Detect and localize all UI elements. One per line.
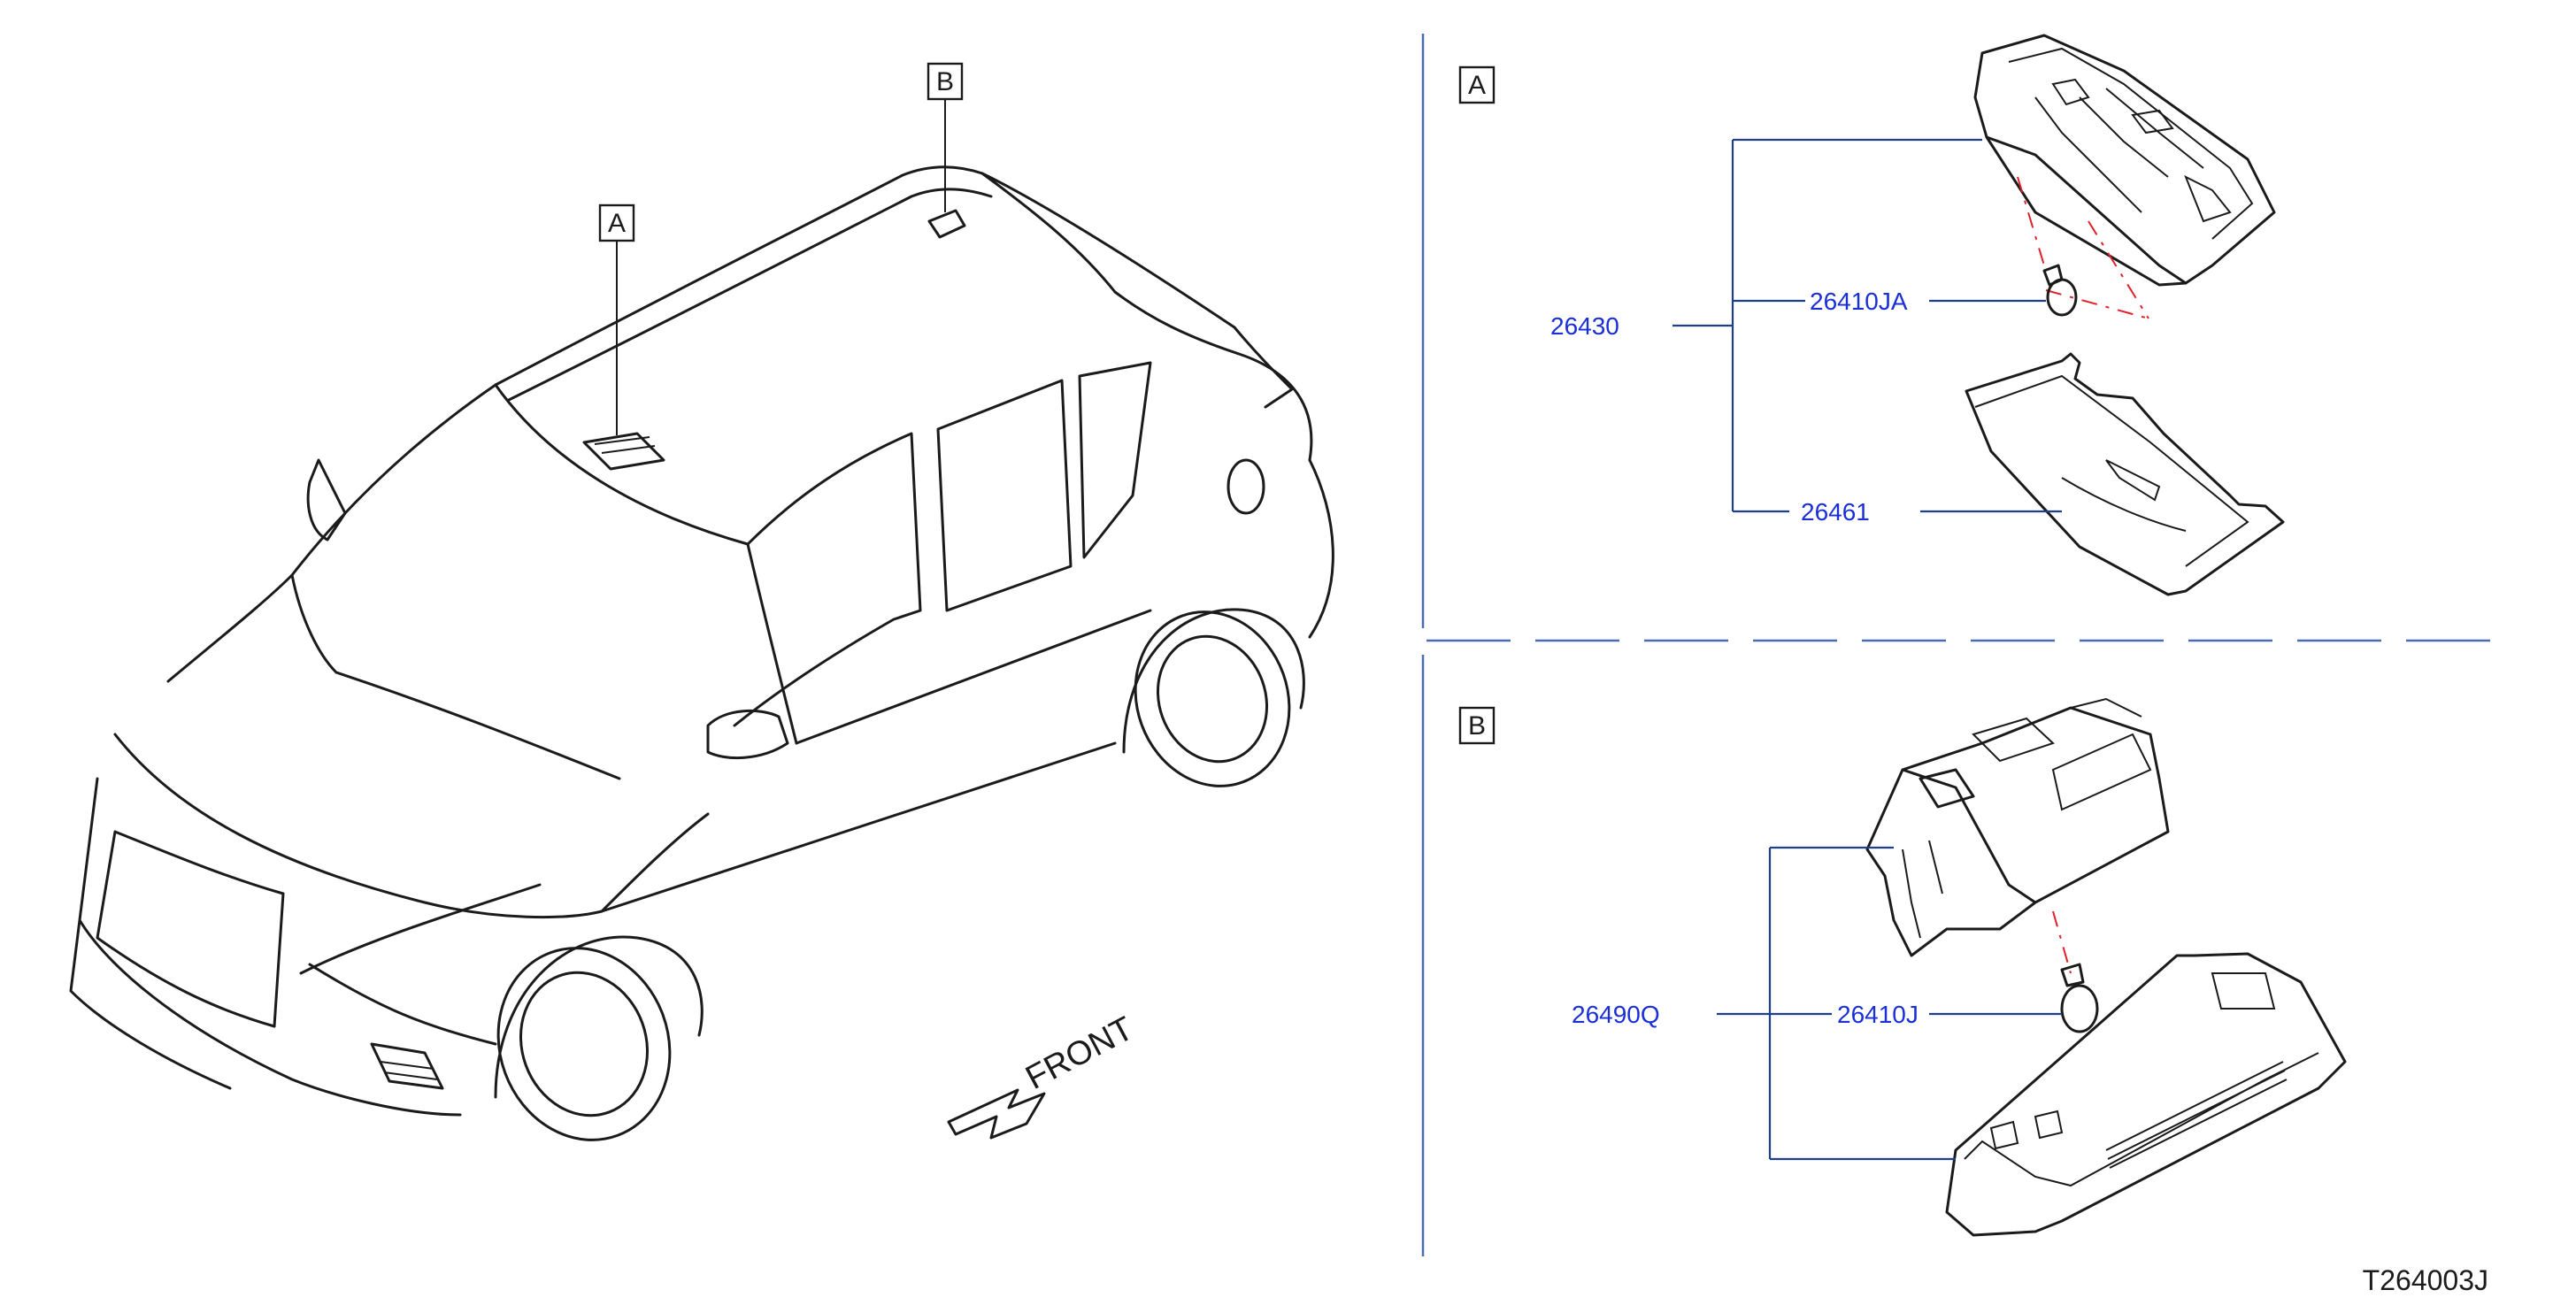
callout-a-label: A: [608, 209, 626, 238]
lens-26461: [1965, 352, 2285, 596]
part-number-26410j: 26410J: [1837, 1001, 1919, 1028]
room-lamp-location-b: [927, 209, 966, 239]
detail-view-a: A: [1458, 34, 2285, 596]
drawing-code: T264003J: [2363, 1264, 2488, 1296]
map-lamp-housing: [1973, 34, 2276, 287]
front-label: FRONT: [1020, 1010, 1140, 1097]
part-number-26410ja: 26410JA: [1810, 288, 1908, 315]
callout-b: B: [927, 62, 964, 212]
detail-a-label: A: [1468, 71, 1486, 100]
part-number-26490q: 26490Q: [1572, 1001, 1660, 1028]
part-number-26461: 26461: [1801, 498, 1870, 526]
part-number-26430: 26430: [1550, 312, 1619, 340]
detail-b-label: B: [1468, 711, 1486, 741]
lens-b: [1945, 952, 2347, 1237]
map-lamp-location-a: [582, 432, 665, 471]
callout-b-label: B: [936, 67, 954, 96]
view-dividers: [1421, 34, 2515, 1256]
bulb-26410j: [2060, 963, 2099, 1033]
room-lamp-housing: [1865, 697, 2170, 957]
vehicle-outline: [69, 165, 1334, 1141]
front-direction-indicator: FRONT: [947, 1010, 1140, 1140]
bulb-26410ja: [2042, 264, 2078, 317]
detail-view-b: B 26490: [1458, 697, 2347, 1237]
callout-a: A: [598, 203, 635, 435]
